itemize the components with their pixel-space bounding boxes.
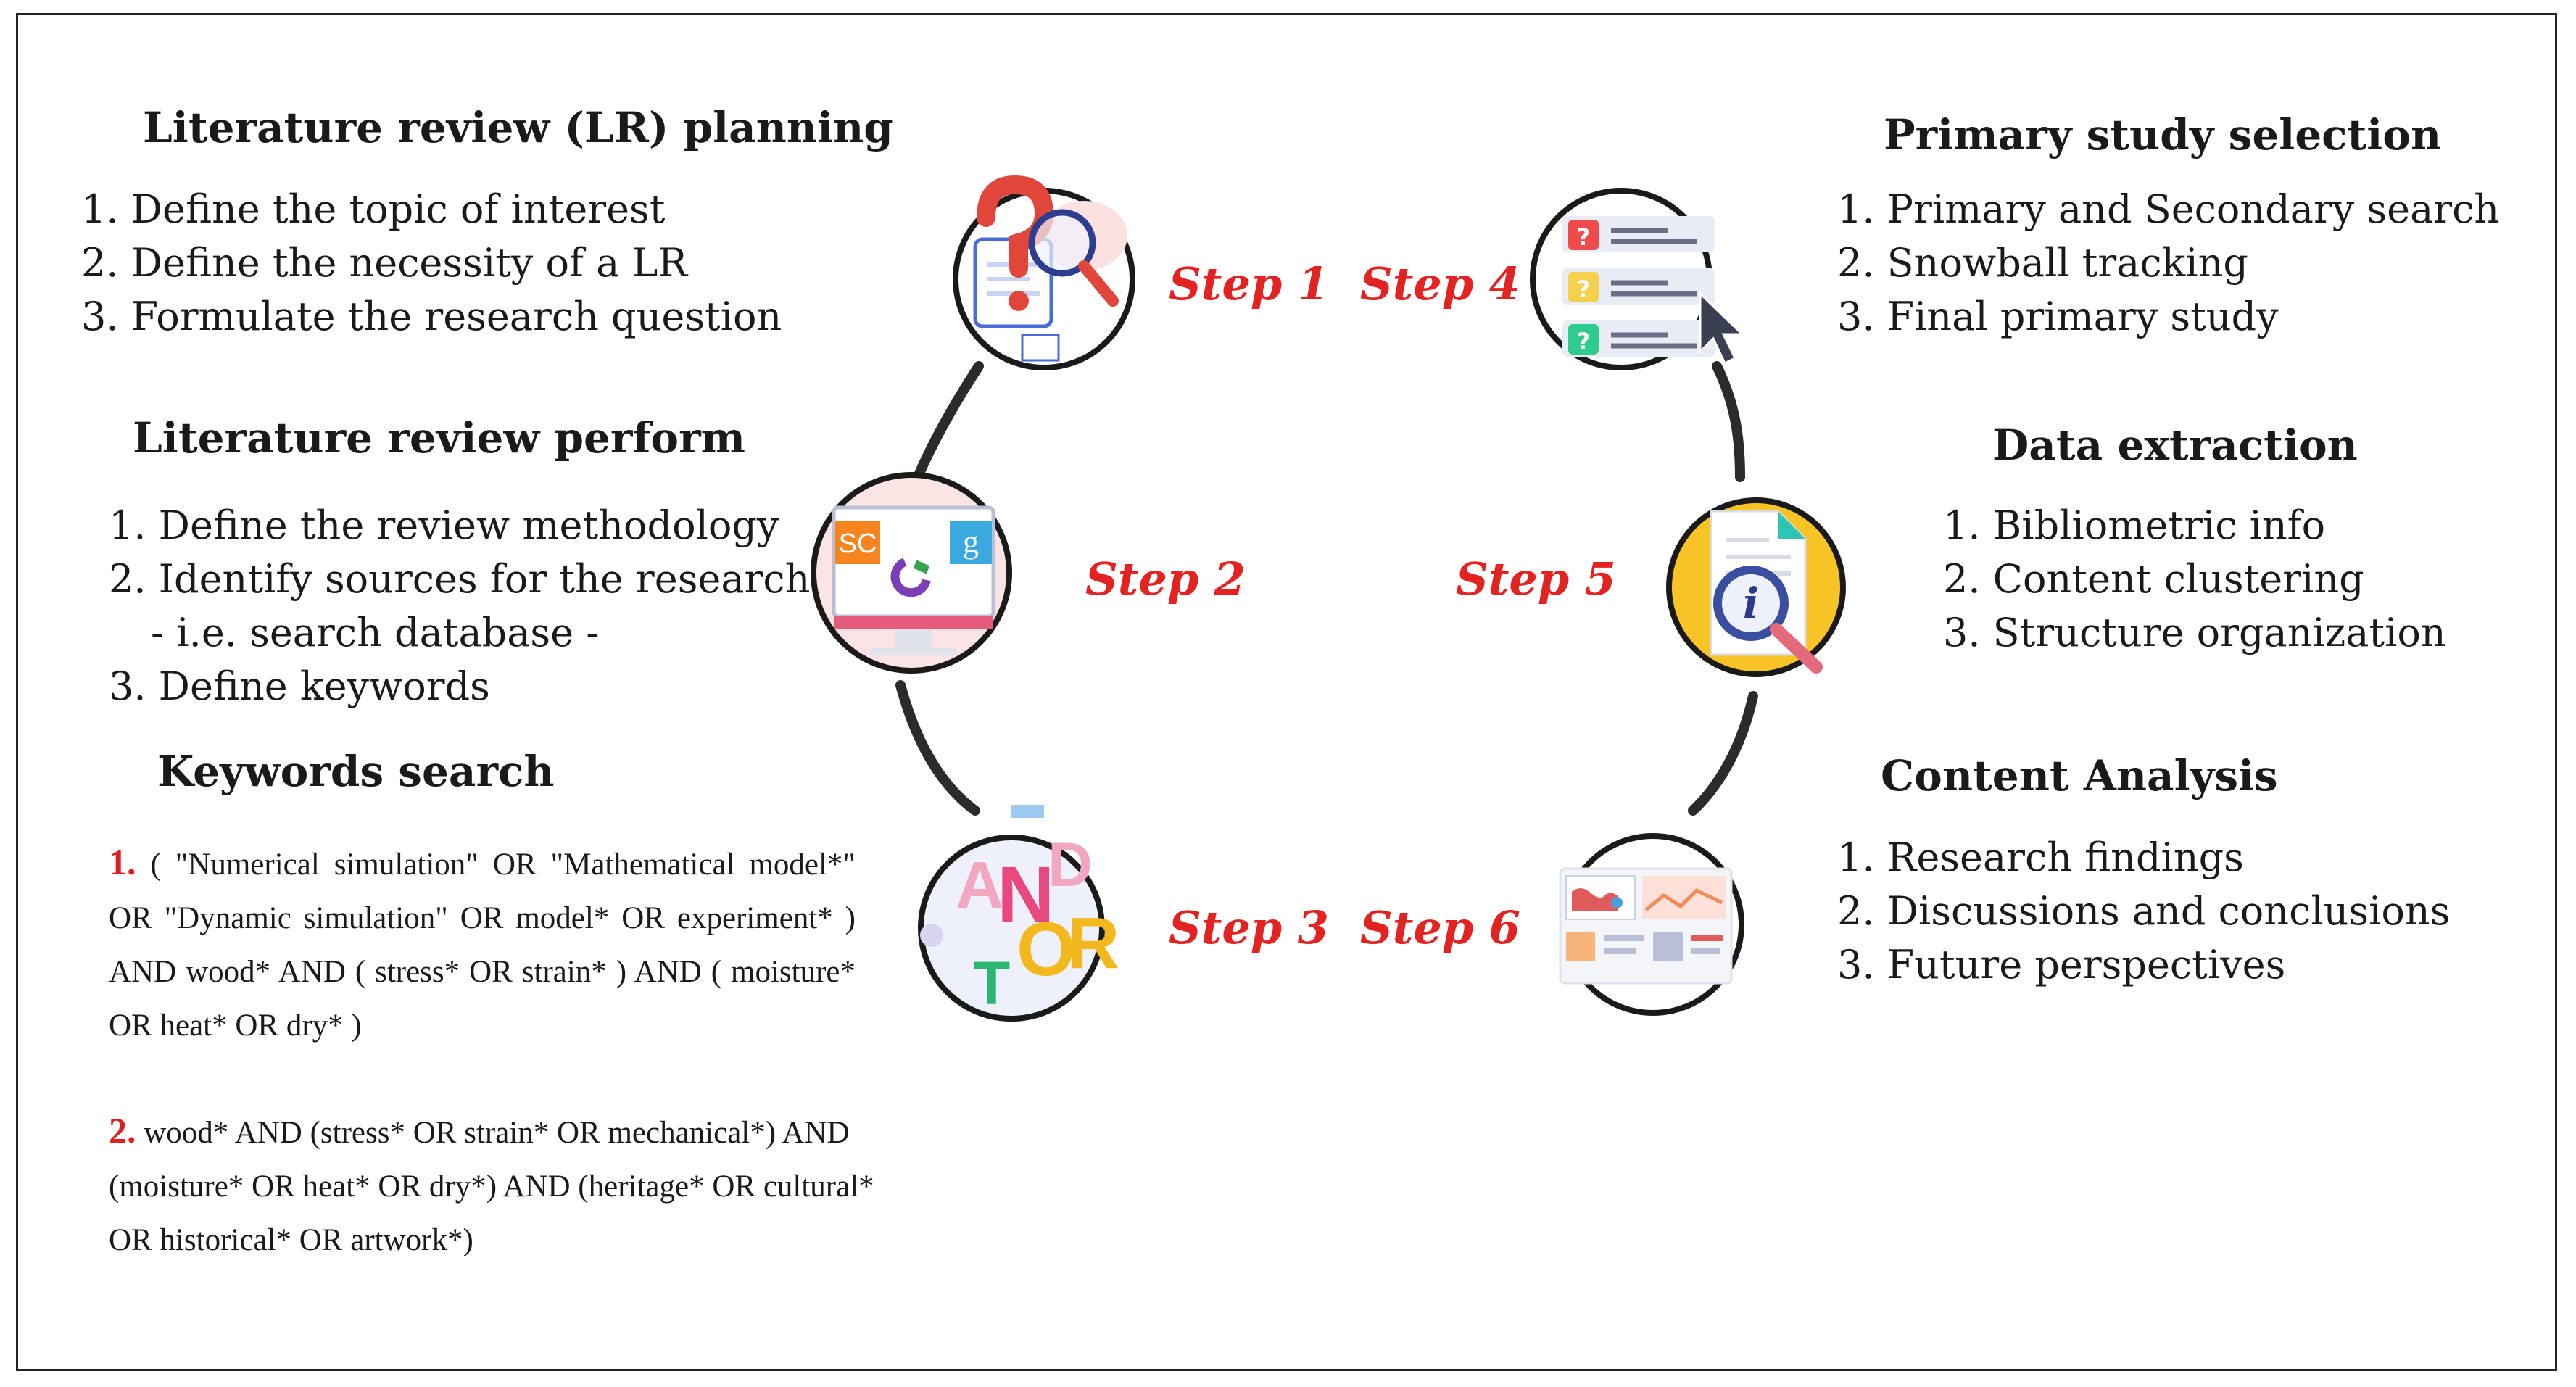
step-5-label: Step 5 (1456, 552, 1616, 605)
letter-t: T (973, 949, 1010, 1017)
lr-perform-list: 1. Define the review methodology 2. Iden… (109, 499, 810, 713)
and-or-letters-icon: A N D O R T (918, 805, 1119, 1022)
content-analysis-title: Content Analysis (1881, 751, 2278, 800)
list-item: 3. Formulate the research question (81, 294, 782, 339)
keyword-query-2-text: wood* AND (stress* OR strain* OR mechani… (109, 1116, 874, 1257)
lr-planning-title: Literature review (LR) planning (143, 103, 893, 152)
list-item: 1. Define the topic of interest (81, 186, 666, 232)
list-item: 1. Primary and Secondary search (1837, 186, 2500, 232)
lr-perform-title: Literature review perform (133, 413, 746, 463)
step-6-label: Step 6 (1360, 901, 1520, 954)
scopus-badge-label: SC (839, 529, 877, 559)
letter-o: O (1016, 907, 1076, 992)
list-item: 1. Define the review methodology (109, 502, 779, 548)
right-connector-upper (1712, 361, 1745, 482)
question-checklist-icon: ? ? ? (1530, 188, 1745, 370)
letter-r: R (1067, 903, 1119, 984)
primary-study-title: Primary study selection (1884, 110, 2442, 160)
step-3-label: Step 3 (1169, 901, 1329, 954)
primary-study-list: 1. Primary and Secondary search 2. Snowb… (1837, 183, 2499, 344)
list-item: 2. Identify sources for the research (109, 556, 811, 602)
document-info-magnifier-icon: i (1666, 497, 1846, 677)
monitor-search-databases-icon: SC g (811, 472, 1012, 674)
data-extraction-title: Data extraction (1992, 421, 2358, 470)
list-item: - i.e. search database - (151, 610, 600, 655)
svg-text:?: ? (1577, 328, 1591, 355)
svg-text:?: ? (1577, 276, 1591, 303)
list-item: 2. Define the necessity of a LR (81, 240, 687, 286)
list-item: 2. Snowball tracking (1837, 240, 2248, 286)
list-item: 1. Research findings (1837, 835, 2244, 880)
keyword-query-1-text: ( "Numerical simulation" OR "Mathematica… (109, 848, 856, 1043)
scholar-badge-label: g (963, 524, 979, 560)
figure-frame (16, 13, 2557, 1371)
letter-d: D (1048, 830, 1093, 900)
info-letter: i (1743, 579, 1759, 628)
list-item: 3. Future perspectives (1837, 942, 2286, 988)
step-1-label: Step 1 (1169, 257, 1329, 310)
data-extraction-list: 1. Bibliometric info 2. Content clusteri… (1943, 499, 2446, 660)
step-4-label: Step 4 (1360, 257, 1520, 310)
list-item: 3. Structure organization (1943, 610, 2446, 655)
content-analysis-list: 1. Research findings 2. Discussions and … (1837, 831, 2450, 992)
list-item: 1. Bibliometric info (1943, 502, 2326, 548)
list-item: 3. Define keywords (109, 663, 490, 709)
letter-a: A (956, 848, 1003, 922)
right-connector-lower (1688, 691, 1758, 816)
list-item: 3. Final primary study (1837, 294, 2279, 339)
list-item: 2. Content clustering (1943, 556, 2364, 602)
question-magnifier-icon (953, 175, 1135, 370)
keyword-query-1-number: 1. (109, 842, 136, 882)
keyword-query-1: 1. ( "Numerical simulation" OR "Mathemat… (109, 835, 856, 1053)
list-item: 2. Discussions and conclusions (1837, 888, 2451, 934)
dashboard-analytics-icon (1559, 833, 1744, 1016)
keyword-query-2-number: 2. (109, 1110, 136, 1151)
keywords-search-title: Keywords search (157, 747, 555, 796)
lr-planning-list: 1. Define the topic of interest 2. Defin… (81, 183, 782, 344)
keyword-query-2: 2. wood* AND (stress* OR strain* OR mech… (109, 1104, 892, 1267)
svg-text:?: ? (1577, 223, 1591, 251)
step-2-label: Step 2 (1085, 552, 1246, 605)
letter-n: N (997, 850, 1054, 940)
left-connector-lower (895, 680, 980, 816)
